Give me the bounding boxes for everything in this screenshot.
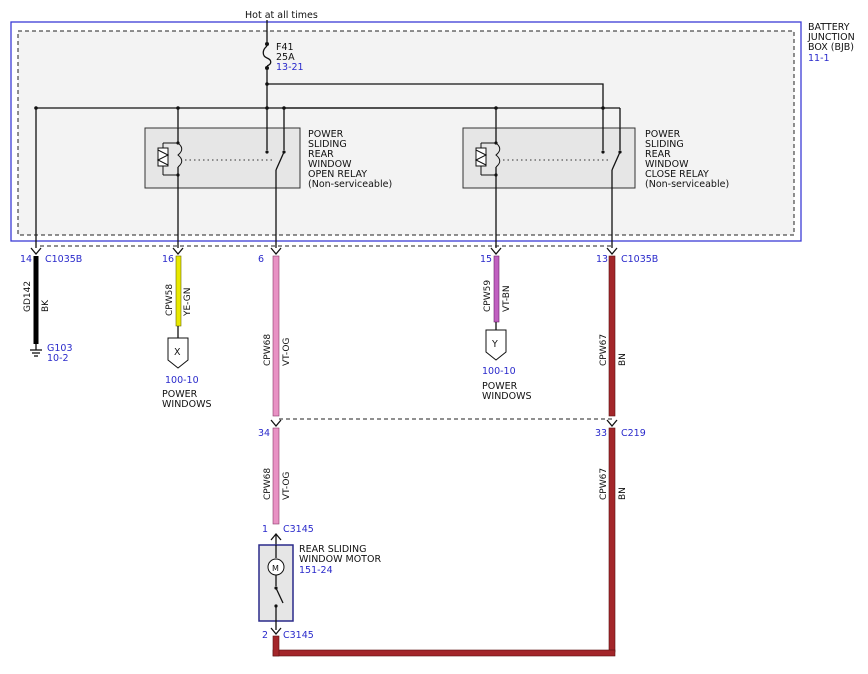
wire-cpw68-upper	[272, 255, 280, 417]
wire-cpw68-lower	[272, 427, 280, 525]
bjb-label-line-2: JUNCTION	[807, 32, 855, 43]
ground-ref[interactable]: 10-2	[47, 353, 69, 364]
close-relay-label-6: (Non-serviceable)	[645, 179, 729, 190]
offpage-x-label-1: POWER	[162, 389, 198, 400]
relay-switch-arm	[275, 151, 285, 171]
close-relay-label-2: SLIDING	[645, 139, 684, 150]
wire-gd142-circuit: GD142	[23, 281, 33, 312]
motor-symbol: M	[272, 564, 279, 573]
offpage-y-label-1: POWER	[482, 381, 518, 392]
splice-dot	[265, 82, 269, 86]
wire-cpw67-lower-circuit: CPW67	[599, 468, 609, 500]
open-relay-label-1: POWER	[308, 129, 344, 140]
splice-dot	[494, 106, 498, 110]
pin-arrow	[270, 419, 282, 428]
relay-switch-arm	[611, 151, 621, 171]
pin-arrow	[606, 419, 618, 428]
wire-cpw67-lower	[608, 427, 616, 653]
offpage-y-letter: Y	[491, 339, 498, 350]
pin-13: 13	[596, 254, 608, 265]
offpage-connector-y	[485, 329, 507, 361]
pin-arrows	[30, 247, 618, 256]
pin-33: 33	[595, 428, 607, 439]
wire-cpw67-upper	[608, 255, 616, 417]
wire-cpw58-circuit: CPW58	[165, 284, 175, 316]
wire-cpw68-lower-circuit: CPW68	[263, 468, 273, 500]
bjb-label-line-3: BOX (BJB)	[808, 42, 854, 53]
ground-icon	[30, 344, 42, 357]
close-relay-label-4: WINDOW	[645, 159, 689, 170]
close-relay-label-1: POWER	[645, 129, 681, 140]
offpage-y-label-2: WINDOWS	[482, 391, 532, 402]
splice-dot	[176, 106, 180, 110]
motor-label-1: REAR SLIDING	[299, 544, 366, 555]
offpage-x-letter: X	[174, 347, 181, 358]
wire-cpw68-upper-circuit: CPW68	[263, 334, 273, 366]
wire-cpw59-circuit: CPW59	[483, 280, 493, 312]
fuse-to-close-relay-bus	[266, 70, 604, 110]
offpage-y-ref[interactable]: 100-10	[482, 366, 516, 377]
close-relay-label-5: CLOSE RELAY	[645, 169, 709, 180]
wire-cpw68-upper-color: VT-OG	[282, 338, 292, 366]
pin-arrow	[270, 627, 282, 636]
offpage-x-ref[interactable]: 100-10	[165, 375, 199, 386]
close-relay-label-3: REAR	[645, 149, 671, 160]
wire-cpw59-color: VT-BN	[502, 285, 512, 312]
wire-cpw59	[493, 255, 500, 323]
close-relay	[462, 110, 636, 248]
fuse-ref[interactable]: 13-21	[276, 62, 304, 73]
connector-c1035b-left[interactable]: C1035B	[45, 254, 82, 265]
wire-cpw67-lower-color: BN	[618, 487, 628, 500]
fuse-f41	[262, 42, 272, 70]
open-relay-label-6: (Non-serviceable)	[308, 179, 392, 190]
wire-cpw67-motor-lead	[272, 635, 280, 657]
open-relay	[144, 108, 301, 248]
wire-cpw67-return	[272, 649, 616, 657]
wire-cpw67-upper-color: BN	[618, 353, 628, 366]
pin-1: 1	[262, 524, 268, 535]
pin-34: 34	[258, 428, 270, 439]
splice-dot	[34, 106, 38, 110]
wire-cpw67-upper-circuit: CPW67	[599, 334, 609, 366]
pin-2: 2	[262, 630, 268, 641]
open-relay-label-4: WINDOW	[308, 159, 352, 170]
wire-cpw68-lower-color: VT-OG	[282, 472, 292, 500]
connector-c1035b-right[interactable]: C1035B	[621, 254, 658, 265]
fuse-name: F41	[276, 42, 294, 53]
pin-16: 16	[162, 254, 174, 265]
wire-gd142-color: BK	[41, 299, 51, 312]
pin-15: 15	[480, 254, 492, 265]
power-label: Hot at all times	[245, 10, 318, 21]
pin-6: 6	[258, 254, 264, 265]
ground-name: G103	[47, 343, 73, 354]
motor-limit-switch	[275, 587, 284, 604]
open-relay-label-3: REAR	[308, 149, 334, 160]
motor-ref[interactable]: 151-24	[299, 565, 333, 576]
wire-cpw58-color: YE-GN	[183, 288, 193, 317]
connector-c3145-bottom[interactable]: C3145	[283, 630, 314, 641]
connector-c3145-top[interactable]: C3145	[283, 524, 314, 535]
offpage-connector-x	[167, 337, 189, 369]
pin-14: 14	[20, 254, 32, 265]
open-relay-label-5: OPEN RELAY	[308, 169, 367, 180]
rear-sliding-window-motor	[258, 544, 294, 622]
bjb-ref[interactable]: 11-1	[808, 53, 830, 64]
fuse-rating: 25A	[276, 52, 295, 63]
bjb-label-line-1: BATTERY	[808, 22, 850, 33]
bjb-outline	[10, 21, 802, 242]
offpage-x-label-2: WINDOWS	[162, 399, 212, 410]
motor-label-2: WINDOW MOTOR	[299, 554, 381, 565]
splice-dot	[282, 106, 286, 110]
connector-c219[interactable]: C219	[621, 428, 646, 439]
open-relay-label-2: SLIDING	[308, 139, 347, 150]
wire-cpw58	[175, 255, 182, 327]
